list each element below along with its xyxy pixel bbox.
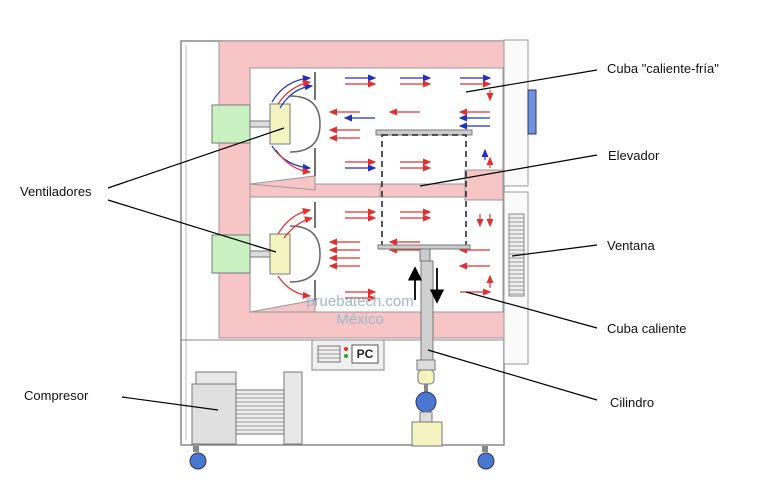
label-cuba-caliente: Cuba caliente [607, 321, 687, 336]
label-elevador: Elevador [608, 148, 660, 163]
control-panel: PC [311, 339, 385, 371]
elevator-basket [375, 129, 473, 250]
cold-airflow [271, 74, 492, 172]
watermark-line1: pruebatech.com [306, 293, 414, 310]
baffles [249, 175, 316, 313]
cylinder [407, 248, 445, 447]
leader-lines [107, 69, 598, 411]
fan-motors [211, 72, 321, 300]
pc-label: PC [357, 347, 374, 361]
compressor [191, 371, 303, 445]
label-cuba-caliente-fria: Cuba "caliente-fría" [607, 61, 719, 76]
label-compresor: Compresor [24, 388, 89, 403]
label-ventiladores: Ventiladores [20, 184, 92, 199]
label-cilindro: Cilindro [610, 395, 654, 410]
casters [189, 446, 495, 470]
side-panels [503, 39, 537, 365]
hot-airflow [275, 79, 494, 302]
watermark-line2: México [336, 311, 384, 328]
label-ventana: Ventana [607, 238, 655, 253]
